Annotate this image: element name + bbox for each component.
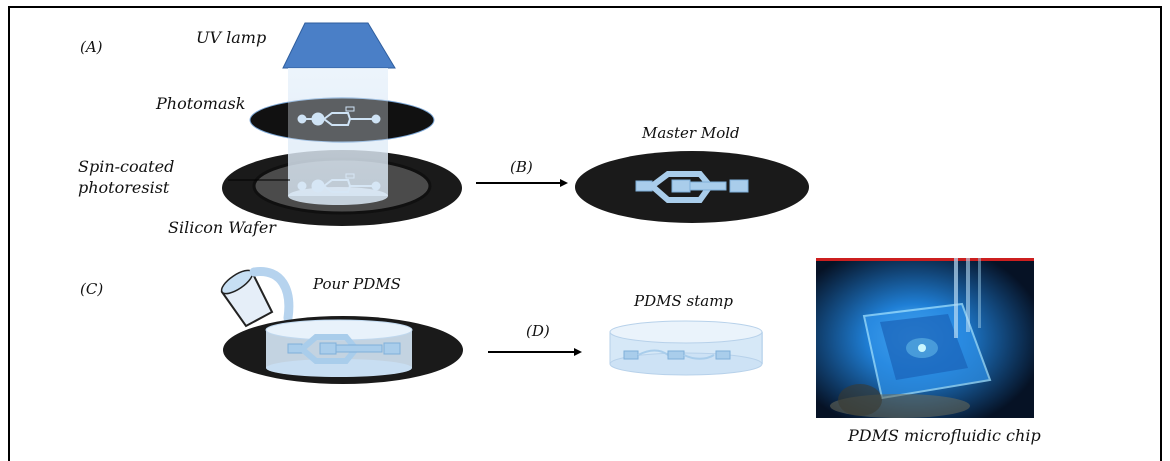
uv-beam-bottom <box>288 187 388 205</box>
pour-pdms-label: Pour PDMS <box>313 275 401 293</box>
pdms-chip-label: PDMS microfluidic chip <box>848 426 1041 445</box>
photomask-label: Photomask <box>156 94 246 113</box>
pour-channels-icon <box>287 334 401 364</box>
uv-lamp-icon <box>282 22 396 69</box>
pdms-stamp <box>609 320 763 376</box>
pour-cup-icon <box>220 267 294 328</box>
uv-lamp-label: UV lamp <box>196 28 267 47</box>
arrow-d-head <box>574 348 582 356</box>
panel-label-a: (A) <box>80 38 103 56</box>
pdms-chip-photo <box>816 258 1034 418</box>
panel-label-b: (B) <box>510 158 533 176</box>
stamp-channels-icon <box>623 349 731 360</box>
panel-label-d: (D) <box>526 322 550 340</box>
silicon-wafer-label: Silicon Wafer <box>168 218 276 237</box>
master-mold-channels-icon <box>635 171 749 203</box>
mask-pattern-icon <box>297 106 381 126</box>
master-mold-label: Master Mold <box>642 124 740 142</box>
pdms-stamp-label: PDMS stamp <box>634 292 734 310</box>
panel-label-c: (C) <box>80 280 104 298</box>
spin-coated-label-line2: photoresist <box>78 178 170 197</box>
resist-pattern-icon <box>297 173 381 193</box>
arrow-b-head <box>560 179 568 187</box>
figure-frame <box>8 6 1162 461</box>
photomask <box>249 97 435 143</box>
spin-coated-label-line1: Spin-coated <box>78 157 175 176</box>
